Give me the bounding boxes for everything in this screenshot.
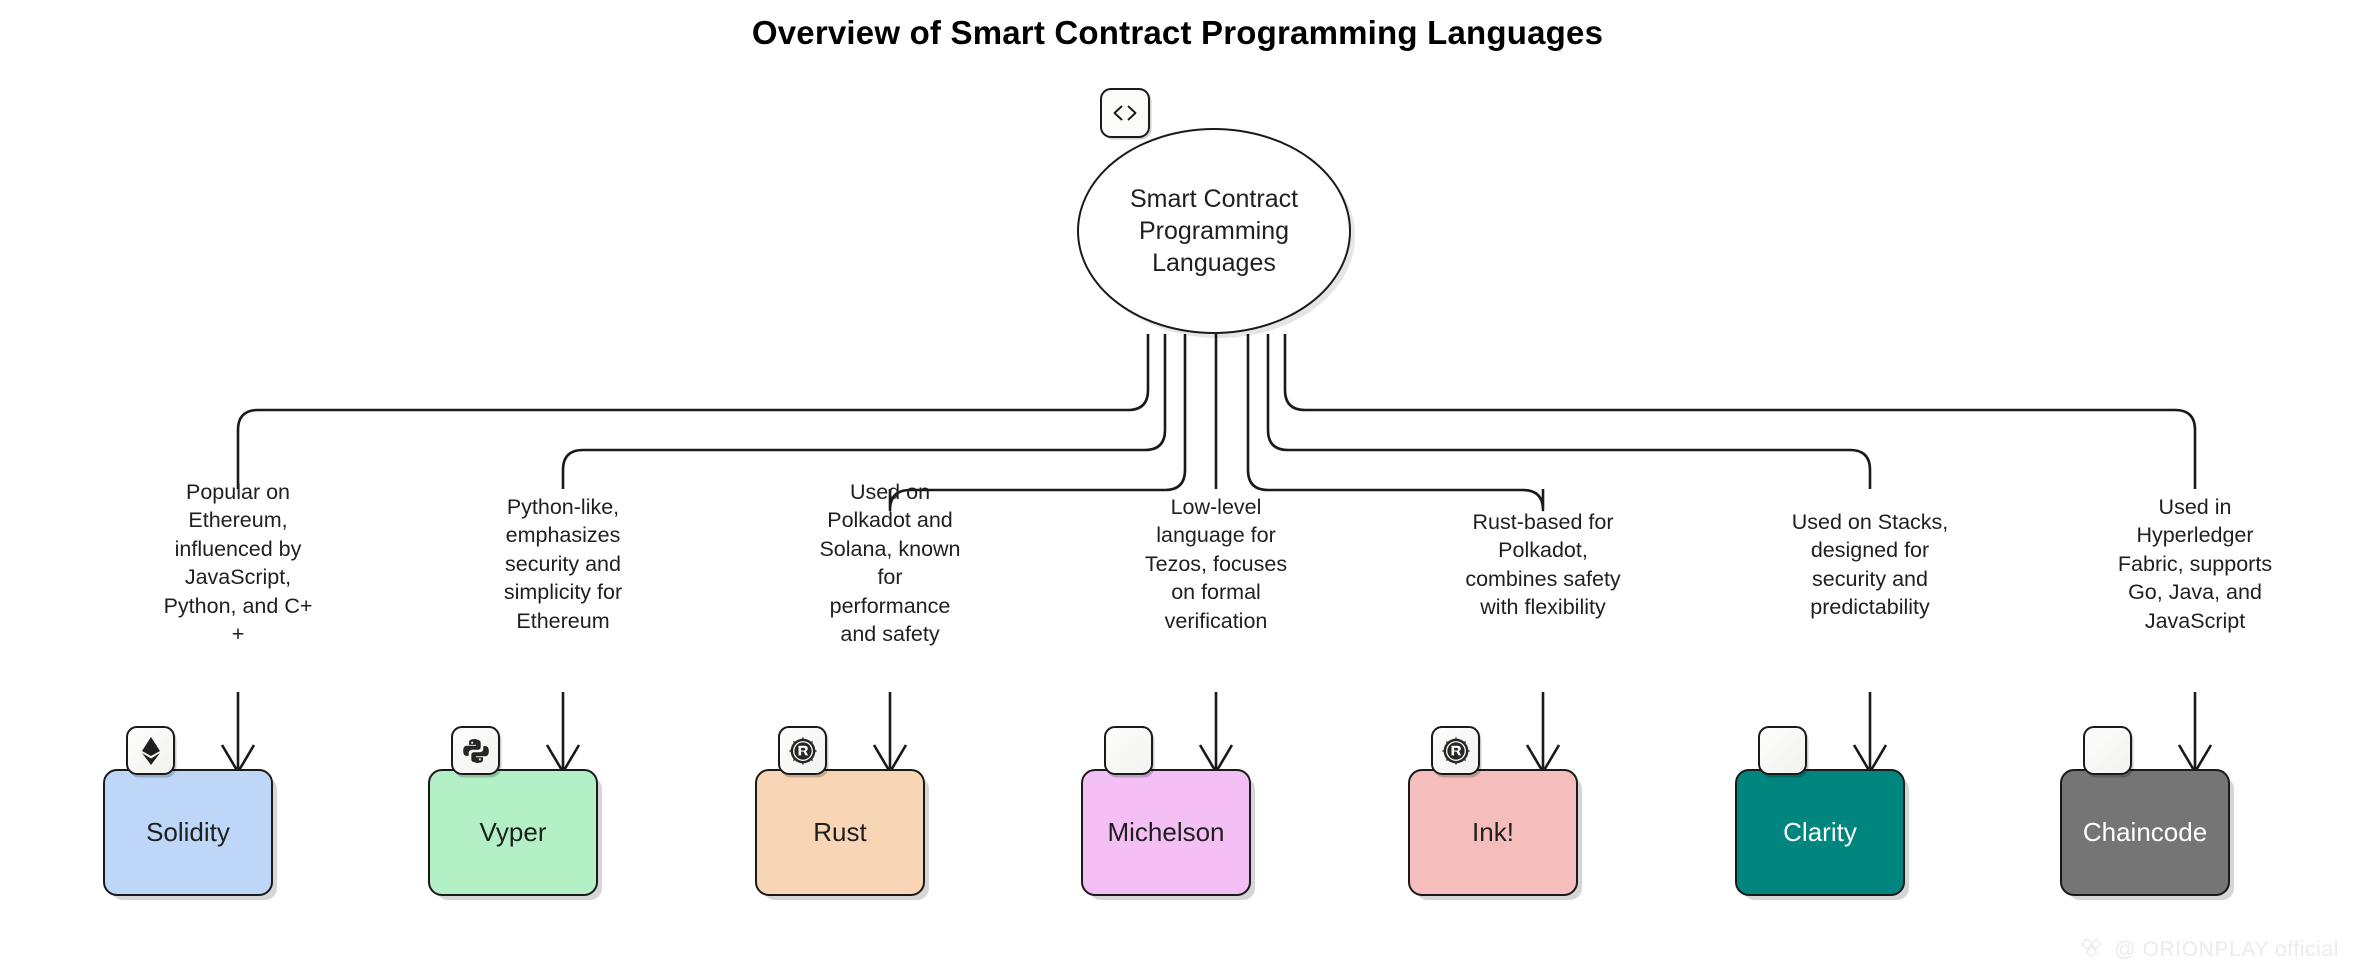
edge-hub-to-ink xyxy=(1246,334,1545,512)
node-vyper[interactable]: Vyper xyxy=(428,769,598,896)
edge-label-ink: Rust-based for Polkadot, combines safety… xyxy=(1465,510,1621,620)
code-brackets-icon xyxy=(1100,88,1150,138)
edge-label-rust: Used on Polkadot and Solana, known for p… xyxy=(819,480,961,646)
arrow-head-ink xyxy=(1525,744,1561,774)
arrow-head-solidity xyxy=(220,744,256,774)
node-chaincode[interactable]: Chaincode xyxy=(2060,769,2230,896)
edge-hub-to-solidity xyxy=(236,334,1150,489)
edge-hub-to-clarity xyxy=(1266,334,1872,489)
node-clarity[interactable]: Clarity xyxy=(1735,769,1905,896)
rust-icon xyxy=(1431,726,1480,775)
node-ink-label: Ink! xyxy=(1472,816,1514,847)
arrow-head-rust xyxy=(872,744,908,774)
edge-label-michelson: Low-level language for Tezos, focuses on… xyxy=(1144,495,1288,633)
edge-label-chaincode: Used in Hyperledger Fabric, supports Go,… xyxy=(2117,495,2273,633)
node-rust[interactable]: Rust xyxy=(755,769,925,896)
node-vyper-label: Vyper xyxy=(479,816,547,847)
ethereum-icon xyxy=(126,726,175,775)
blank-icon xyxy=(2083,726,2132,775)
edge-hub-to-vyper xyxy=(561,334,1167,489)
node-michelson-label: Michelson xyxy=(1107,816,1225,847)
node-clarity-label: Clarity xyxy=(1783,816,1857,847)
central-node-smart-contract-languages[interactable]: Smart Contract Programming Languages xyxy=(1077,128,1351,334)
arrow-head-michelson xyxy=(1198,744,1234,774)
diamond-logo-icon xyxy=(2080,936,2106,964)
node-rust-label: Rust xyxy=(813,816,867,847)
node-solidity-label: Solidity xyxy=(146,816,230,847)
watermark: @ ORIONPLAY official xyxy=(2080,936,2339,964)
blank-icon xyxy=(1758,726,1807,775)
edge-label-vyper: Python-like, emphasizes security and sim… xyxy=(503,495,623,633)
watermark-text: @ ORIONPLAY official xyxy=(2114,938,2339,961)
page-title: Overview of Smart Contract Programming L… xyxy=(751,14,1604,51)
edge-label-clarity: Used on Stacks, designed for security an… xyxy=(1791,510,1949,620)
arrow-group xyxy=(220,692,2213,774)
node-chaincode-label: Chaincode xyxy=(2082,816,2208,847)
arrow-head-vyper xyxy=(545,744,581,774)
arrow-head-chaincode xyxy=(2177,744,2213,774)
node-solidity[interactable]: Solidity xyxy=(103,769,273,896)
blank-icon xyxy=(1104,726,1153,775)
node-michelson[interactable]: Michelson xyxy=(1081,769,1251,896)
python-icon xyxy=(451,726,500,775)
arrow-head-clarity xyxy=(1852,744,1888,774)
central-node-label: Smart Contract Programming Languages xyxy=(1129,185,1299,277)
edge-label-solidity: Popular on Ethereum, influenced by JavaS… xyxy=(163,480,313,646)
node-ink[interactable]: Ink! xyxy=(1408,769,1578,896)
rust-icon xyxy=(778,726,827,775)
edge-hub-to-chaincode xyxy=(1283,334,2197,489)
